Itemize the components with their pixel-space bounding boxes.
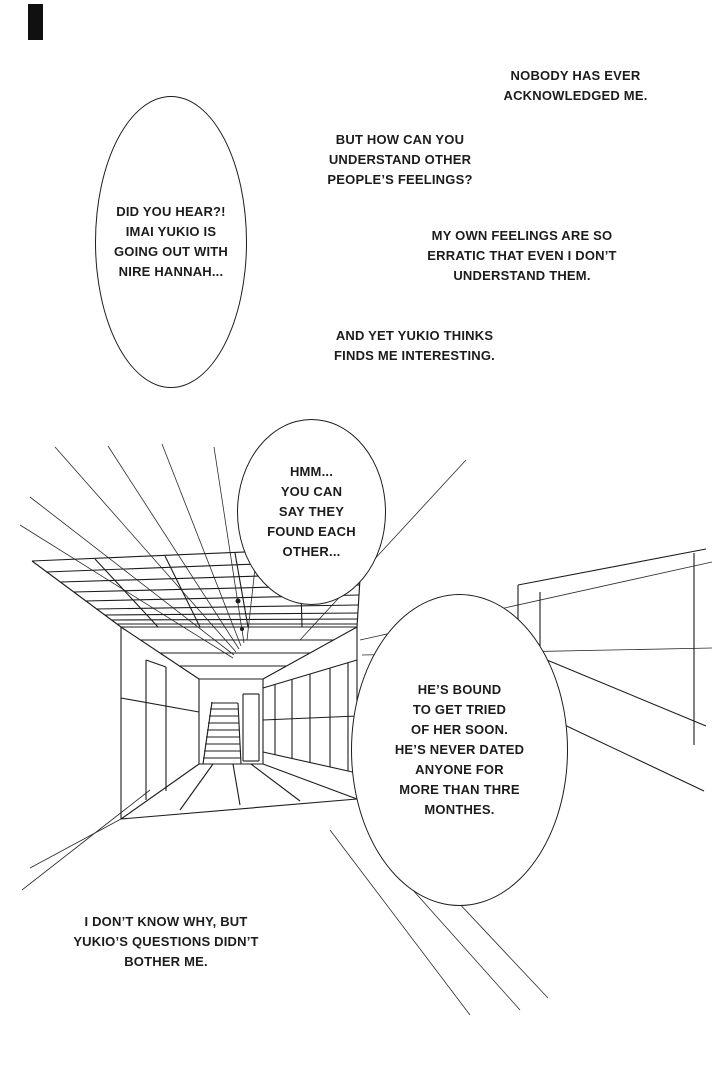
bubble-text: DID YOU HEAR?! IMAI YUKIO IS GOING OUT W… [113,203,228,280]
speech-bubble-hes-bound: HE’S BOUND TO GET TRIED OF HER SOON. HE’… [351,594,568,906]
narration-yukio-thinks: AND YET YUKIO THINKS FINDS ME INTERESTIN… [334,328,495,364]
ceiling-dot [235,598,241,604]
bubble-text: HE’S BOUND TO GET TRIED OF HER SOON. HE’… [394,681,525,818]
narration-dont-know-why: I DON’T KNOW WHY, BUT YUKIO’S QUESTIONS … [73,914,259,970]
narration-nobody-acknowledged: NOBODY HAS EVER ACKNOWLEDGED ME. [503,68,648,104]
speech-bubble-did-you-hear: DID YOU HEAR?! IMAI YUKIO IS GOING OUT W… [95,96,247,388]
page-corner-mark [28,4,43,40]
speech-bubble-hmm: HMM... YOU CAN SAY THEY FOUND EACH OTHER… [237,419,386,605]
narration-understand-others: BUT HOW CAN YOU UNDERSTAND OTHER PEOPLE’… [327,132,473,188]
bubble-text: HMM... YOU CAN SAY THEY FOUND EACH OTHER… [267,463,356,560]
ceiling-dot [240,627,244,631]
narration-own-feelings: MY OWN FEELINGS ARE SO ERRATIC THAT EVEN… [427,228,617,284]
